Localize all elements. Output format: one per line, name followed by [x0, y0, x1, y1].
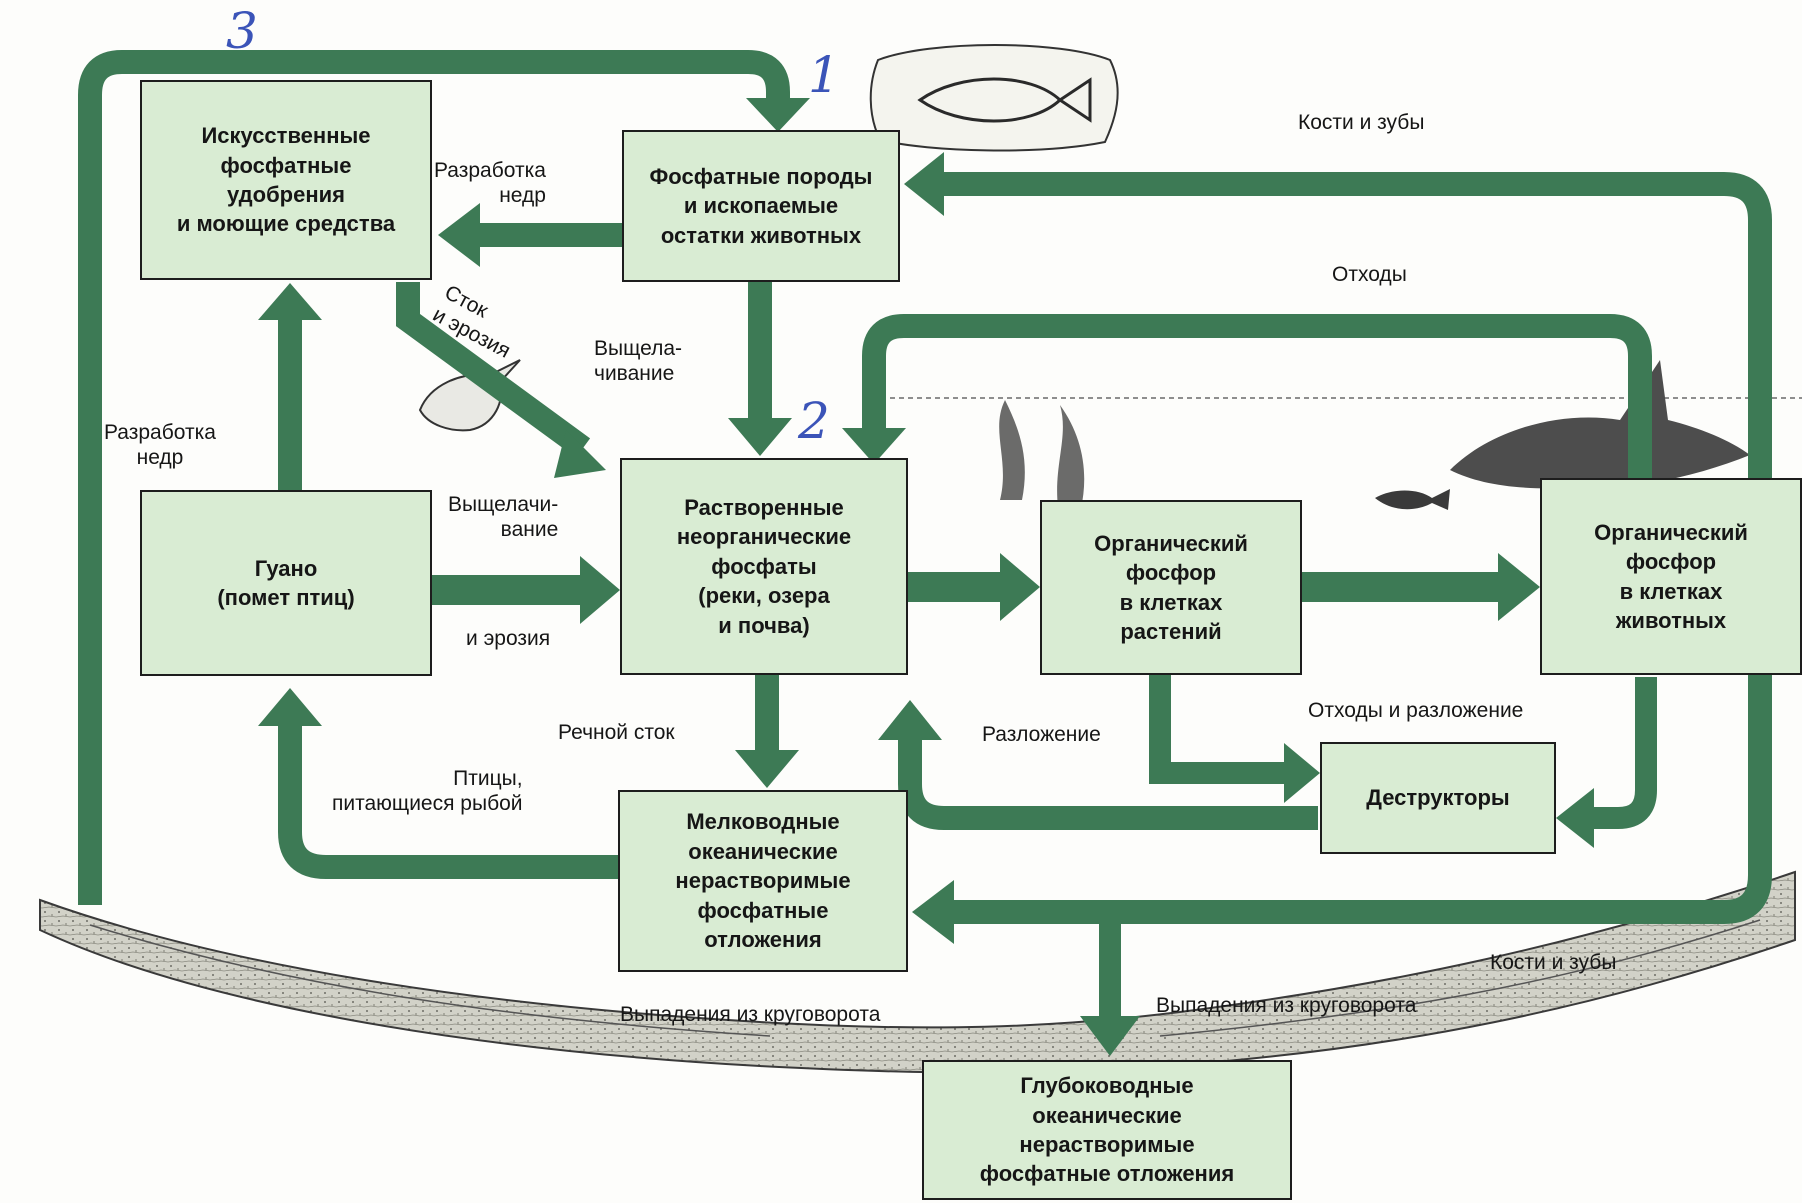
label-mining-left: Разработка недр [104, 421, 216, 470]
label-waste-decay: Отходы и разложение [1308, 699, 1524, 722]
label-mining-top: Разработка недр [434, 159, 546, 208]
fossil-outline [869, 44, 1119, 152]
guano-box: Гуано (помет птиц) [140, 490, 432, 676]
decomposers-box: Деструкторы [1320, 742, 1556, 854]
decomposers-label: Деструкторы [1366, 785, 1510, 811]
fish-silhouette [1375, 489, 1450, 510]
fossil-fish-skeleton [917, 77, 1092, 123]
arrowhead-guano-to-fertilizers [258, 283, 322, 320]
arrow-fertilizers-to-dissolved [396, 282, 591, 458]
shark-silhouette [1450, 360, 1750, 489]
deep-deposits-label: Глубоководные океанические нерастворимые… [979, 1073, 1235, 1187]
annotation-number-3: 3 [226, 2, 258, 60]
fertilizers-box: Искусственные фосфатные удобрения и моющ… [140, 80, 432, 280]
arrowhead-shallow-to-guano [258, 688, 322, 726]
label-fish-eating-birds: Птицы, питающиеся рыбой [332, 767, 523, 816]
plant-phosphorus-label: Органический фосфор в клетках растений [1094, 530, 1248, 644]
label-loss-left: Выпадения из круговорота [620, 1003, 881, 1026]
arrow-animals-to-rocks [942, 172, 1772, 478]
arrow-decomposers-to-dissolved [898, 738, 1318, 830]
label-bones-teeth-bottom: Кости и зубы [1490, 951, 1617, 974]
seaweed-silhouette [999, 400, 1085, 520]
arrowhead-animals-to-rocks [904, 152, 944, 216]
arrowhead-top-loop [746, 98, 810, 132]
arrowhead-to-deep [1080, 1016, 1140, 1056]
label-river-runoff: Речной сток [558, 721, 675, 744]
arrowhead-plants-to-animals [1498, 553, 1540, 621]
arrow-top-loop [78, 50, 790, 905]
annotation-number-1: 1 [808, 46, 840, 104]
annotation-number-2: 2 [798, 392, 830, 450]
label-bones-teeth-top: Кости и зубы [1298, 111, 1425, 134]
arrow-plants-to-decomposers [1149, 675, 1286, 784]
flow-arrows [78, 50, 1772, 1056]
animal-phosphorus-label: Органический фосфор в клетках животных [1594, 519, 1748, 633]
arrow-animals-to-decomposers [1592, 677, 1657, 829]
dissolved-phosphates-label: Растворенные неорганические фосфаты (рек… [676, 494, 852, 638]
arrow-shallow-to-guano [278, 724, 618, 879]
arrowhead-animals-to-shallow [912, 880, 954, 944]
dissolved-phosphates-box: Растворенные неорганические фосфаты (рек… [620, 458, 908, 675]
label-and-erosion: и эрозия [466, 627, 551, 650]
arrowhead-plants-to-decomposers [1284, 743, 1320, 803]
shallow-deposits-label: Мелководные океанические нерастворимые ф… [675, 809, 851, 953]
guano-label: Гуано (помет птиц) [217, 555, 355, 610]
label-loss-right: Выпадения из круговорота [1156, 994, 1417, 1017]
label-decomposition: Разложение [982, 723, 1101, 746]
arrowhead-dissolved-to-plants [1000, 553, 1040, 621]
shallow-deposits-box: Мелководные океанические нерастворимые ф… [618, 790, 908, 972]
animal-phosphorus-box: Органический фосфор в клетках животных [1540, 478, 1802, 675]
ocean-floor-sediment [39, 870, 1796, 1074]
fertilizers-label: Искусственные фосфатные удобрения и моющ… [176, 123, 396, 237]
arrowhead-rocks-to-fertilizers [438, 203, 480, 267]
arrow-waste-to-dissolved [862, 314, 1652, 478]
arrowhead-dissolved-to-shallow [735, 750, 799, 788]
deep-deposits-box: Глубоководные океанические нерастворимые… [922, 1060, 1292, 1200]
label-leaching-top: Выщела- чивание [594, 337, 683, 386]
phosphate-rocks-label: Фосфатные породы и ископаемые остатки жи… [649, 163, 873, 248]
arrowhead-decomposers-to-dissolved [878, 700, 942, 740]
arrowhead-waste-to-dissolved [842, 428, 906, 464]
phosphate-rocks-box: Фосфатные породы и ископаемые остатки жи… [622, 130, 900, 282]
label-waste: Отходы [1332, 263, 1407, 286]
sediment-layer-line [89, 919, 1761, 1037]
arrowhead-animals-to-decomposers [1556, 788, 1594, 848]
label-leaching-left: Выщелачи- вание [448, 493, 559, 542]
arrow-animals-to-shallow [952, 675, 1772, 924]
arrowhead-rocks-to-dissolved [728, 418, 792, 456]
plant-phosphorus-box: Органический фосфор в клетках растений [1040, 500, 1302, 675]
arrowhead-fertilizers-to-dissolved [554, 430, 606, 478]
arrowhead-guano-to-dissolved [580, 556, 620, 624]
